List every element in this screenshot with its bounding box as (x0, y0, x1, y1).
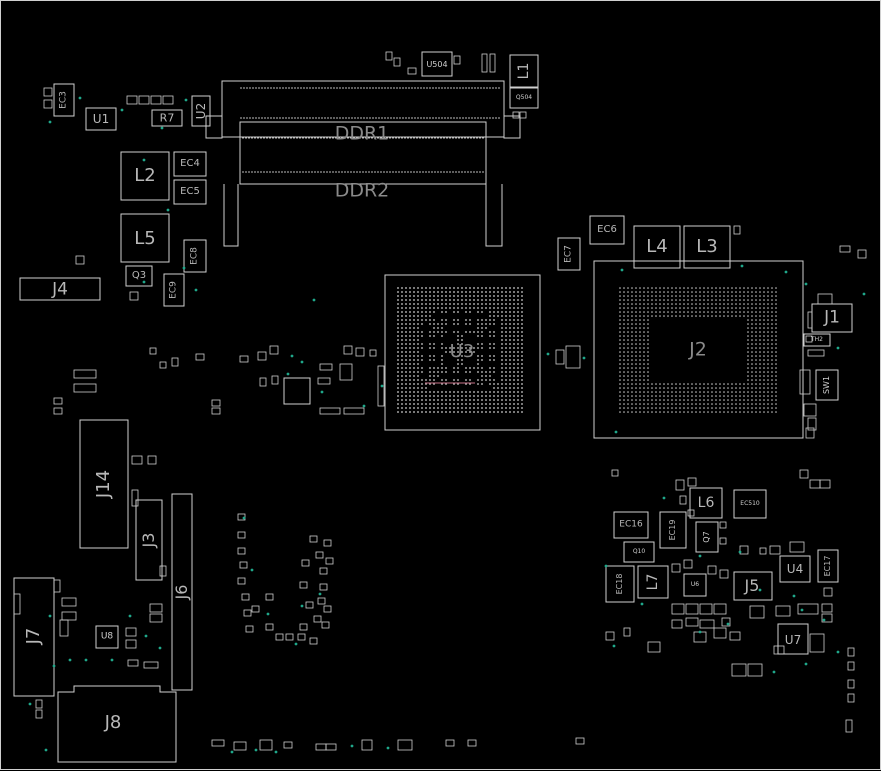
l4-inductor[interactable] (633, 225, 681, 269)
ec3-label: EC3 (58, 91, 69, 109)
ec9-capacitor[interactable] (163, 273, 185, 307)
u4-chip[interactable] (779, 555, 811, 583)
q10-chip[interactable] (623, 541, 655, 563)
l5-inductor[interactable] (120, 213, 170, 263)
smd-pads (13, 51, 867, 751)
ec18-capacitor[interactable] (605, 565, 635, 603)
ec18-label: EC18 (615, 573, 624, 595)
q10-label: Q10 (632, 548, 646, 555)
u7-chip[interactable] (777, 623, 809, 655)
j4-connector[interactable] (19, 277, 101, 301)
r7-label: R7 (159, 111, 175, 125)
j8-connector[interactable] (57, 685, 177, 763)
j7-label: J7 (23, 627, 44, 645)
j3-label: J3 (139, 532, 158, 548)
q7-chip[interactable] (695, 521, 719, 553)
ec5-label: EC5 (180, 186, 200, 197)
u2-chip[interactable] (191, 95, 211, 127)
q3-label: Q3 (131, 270, 147, 281)
ec16-label: EC16 (619, 519, 643, 530)
j2-socket[interactable] (593, 260, 804, 439)
q3-chip[interactable] (125, 265, 153, 287)
q504-label: Q504 (515, 94, 533, 101)
u504-label: U504 (426, 60, 448, 69)
ec8-label: EC8 (189, 247, 200, 265)
ec19-label: EC19 (668, 519, 677, 541)
ec7-label: EC7 (563, 245, 574, 263)
ec510-capacitor[interactable] (733, 489, 767, 519)
l3-inductor[interactable] (683, 225, 731, 269)
l6-label: L6 (697, 495, 715, 511)
ddr2-slot[interactable] (223, 121, 503, 247)
sw1-label: SW1 (822, 375, 831, 395)
l2-label: L2 (134, 165, 156, 186)
ddr1-label: DDR1 (334, 122, 390, 145)
j1-label: J1 (824, 307, 840, 328)
r7-chip[interactable] (151, 109, 183, 127)
ec17-label: EC17 (823, 555, 832, 577)
l1-inductor[interactable] (509, 54, 539, 88)
j5-connector[interactable] (733, 571, 773, 601)
j2-label: J2 (689, 338, 707, 361)
u504-chip[interactable] (421, 51, 453, 77)
j3-connector[interactable] (135, 499, 163, 581)
ec6-capacitor[interactable] (589, 215, 625, 245)
ec19-capacitor[interactable] (659, 511, 687, 549)
ec4-label: EC4 (180, 158, 200, 169)
ec510-label: EC510 (740, 500, 760, 507)
l6-inductor[interactable] (689, 487, 723, 519)
u5-chip[interactable] (283, 377, 311, 405)
ec9-label: EC9 (168, 281, 179, 299)
j14-connector[interactable] (79, 419, 129, 549)
ec3-capacitor[interactable] (53, 83, 75, 117)
l2-inductor[interactable] (120, 151, 170, 201)
u1-chip[interactable] (85, 107, 117, 131)
l7-label: L7 (645, 573, 661, 591)
u8-label: U8 (100, 631, 114, 642)
ec5-capacitor[interactable] (173, 179, 207, 205)
l4-label: L4 (646, 236, 668, 257)
j6-label: J6 (172, 584, 191, 600)
l5-label: L5 (134, 228, 156, 249)
ec6-label: EC6 (597, 224, 617, 235)
ec17-capacitor[interactable] (817, 549, 839, 583)
ec7-capacitor[interactable] (557, 237, 581, 271)
u6-label: U6 (690, 581, 700, 588)
q7-label: Q7 (702, 531, 711, 543)
j14-label: J14 (93, 469, 114, 499)
u3-bga[interactable] (384, 274, 541, 431)
th2-label: TH2 (811, 336, 823, 343)
l7-inductor[interactable] (637, 565, 669, 599)
u2-label: U2 (194, 102, 208, 120)
j6-connector[interactable] (171, 493, 193, 691)
ddr2-label: DDR2 (334, 179, 390, 202)
u8-chip[interactable] (95, 625, 119, 649)
j4-label: J4 (52, 279, 68, 300)
j7-connector[interactable] (13, 577, 55, 697)
ec16-capacitor[interactable] (613, 511, 649, 539)
sw1-switch[interactable] (815, 369, 839, 401)
l3-label: L3 (696, 236, 718, 257)
u4-label: U4 (786, 562, 804, 576)
ddr1-slot[interactable] (205, 80, 521, 139)
vias (28, 96, 866, 754)
j5-label: J5 (744, 576, 760, 595)
u1-label: U1 (92, 112, 110, 126)
u3-label: U3 (449, 341, 475, 362)
q504-chip[interactable] (509, 87, 539, 109)
j8-label: J8 (104, 712, 122, 733)
th2-part[interactable] (803, 333, 831, 347)
ec8-capacitor[interactable] (183, 239, 207, 273)
l1-label: L1 (516, 62, 532, 80)
ec4-capacitor[interactable] (173, 151, 207, 177)
u7-label: U7 (784, 633, 802, 647)
u6-chip[interactable] (683, 573, 707, 597)
